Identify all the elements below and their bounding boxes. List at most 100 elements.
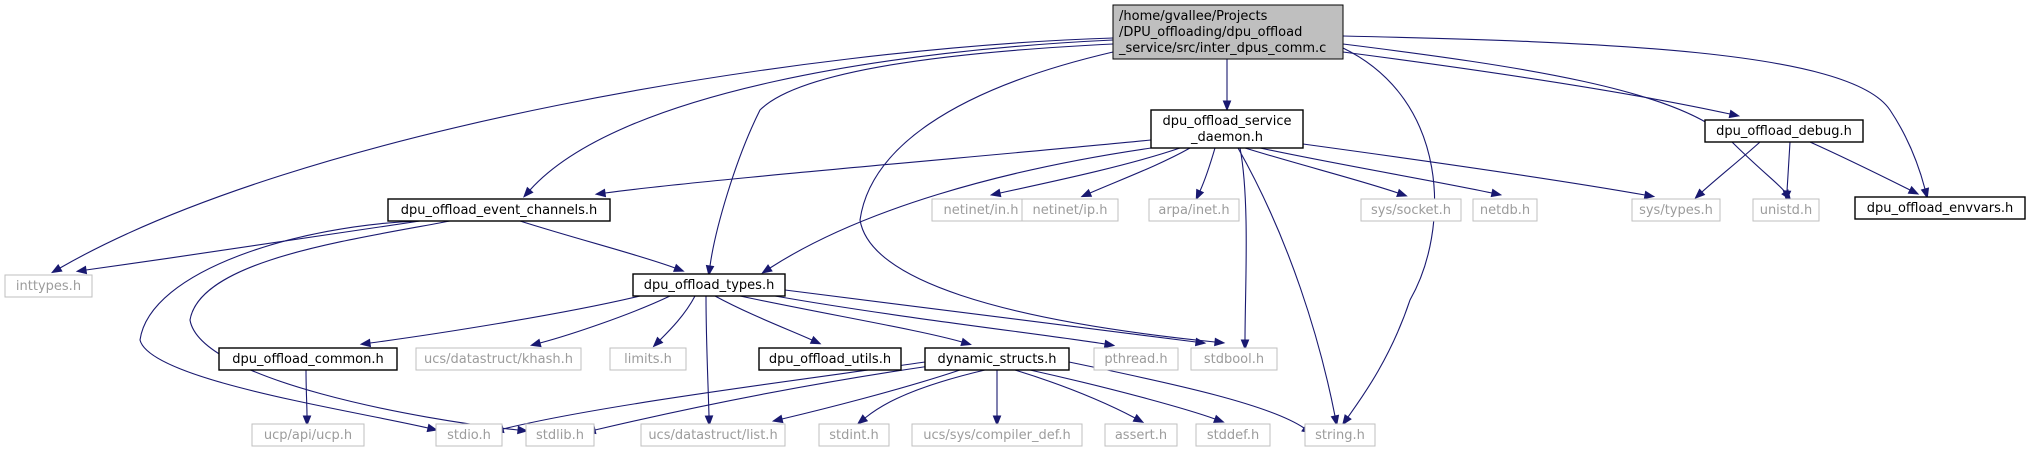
node-label: ucs/datastruct/list.h <box>648 428 777 443</box>
node-dynamic-structs[interactable]: dynamic_structs.h <box>924 347 1070 371</box>
arrowhead-icon <box>530 338 542 348</box>
arrowhead-icon <box>761 264 773 274</box>
arrowhead-icon <box>652 336 664 348</box>
arrowhead-icon <box>1240 339 1250 351</box>
node-box <box>1112 4 1344 60</box>
node-label: dpu_offload_event_channels.h <box>401 203 598 218</box>
node-box <box>1021 198 1119 222</box>
edge-line <box>1302 143 1646 196</box>
node-label: dpu_offload_debug.h <box>1716 124 1852 139</box>
edge-service_daemon-to-types <box>761 147 1152 274</box>
node-box <box>924 347 1070 371</box>
edge-service_daemon-to-netinet_in <box>989 147 1181 198</box>
edge-line <box>859 51 1216 343</box>
node-common[interactable]: dpu_offload_common.h <box>218 347 398 371</box>
arrowhead-icon <box>75 265 88 275</box>
node-ucp: ucp/api/ucp.h <box>251 423 365 447</box>
edge-line <box>305 369 308 417</box>
node-netinet-in: netinet/in.h <box>931 198 1031 222</box>
node-stdlib: stdlib.h <box>525 423 595 447</box>
node-label: stdlib.h <box>536 428 584 443</box>
edge-line <box>705 295 710 417</box>
arrowhead-icon <box>705 264 715 277</box>
node-box <box>640 423 786 447</box>
arrowhead-icon <box>1728 109 1741 119</box>
node-service-daemon[interactable]: dpu_offload_service_daemon.h <box>1150 109 1304 149</box>
edge-line <box>539 295 671 344</box>
node-box <box>609 347 687 371</box>
edge-line <box>1342 47 1436 418</box>
edge-dynamic_structs-to-compiler_def <box>992 369 1002 427</box>
edge-line <box>781 369 961 420</box>
edge-service_daemon-to-stdbool <box>1239 147 1250 351</box>
node-label: assert.h <box>1115 428 1167 443</box>
node-box <box>1190 347 1278 371</box>
edge-line <box>59 37 1114 269</box>
node-label: stddef.h <box>1207 428 1259 443</box>
arrowhead-icon <box>1213 414 1225 423</box>
edge-line <box>594 365 931 431</box>
arrowhead-icon <box>1194 337 1207 347</box>
arrowhead-icon <box>1330 414 1340 427</box>
edge-line <box>739 295 963 343</box>
edge-types-to-limits <box>652 295 696 348</box>
edge-line <box>529 39 1114 191</box>
node-box <box>218 347 398 371</box>
edge-types-to-pthread <box>774 295 1116 349</box>
node-label: netdb.h <box>1480 203 1530 218</box>
edge-service_daemon-to-event_channels <box>594 139 1152 198</box>
node-label: ucs/sys/compiler_def.h <box>923 428 1071 443</box>
node-label: arpa/inet.h <box>1158 203 1229 218</box>
arrowhead-icon <box>1342 414 1352 426</box>
arrowhead-icon <box>1080 188 1093 198</box>
node-label: dpu_offload_types.h <box>644 278 775 293</box>
node-debug[interactable]: dpu_offload_debug.h <box>1704 119 1864 143</box>
node-box <box>4 274 93 298</box>
node-label: stdio.h <box>447 428 491 443</box>
edge-debug-to-sys_types <box>1694 141 1761 200</box>
edge-event_channels-to-types <box>519 220 685 272</box>
edge-root-to-stdbool <box>859 51 1226 347</box>
node-label: /DPU_offloading/dpu_offload <box>1119 25 1302 40</box>
arrowhead-icon <box>960 337 972 347</box>
node-envvars[interactable]: dpu_offload_envvars.h <box>1854 196 2026 220</box>
node-assert: assert.h <box>1104 423 1178 447</box>
node-limits: limits.h <box>609 347 687 371</box>
edge-line <box>139 220 429 429</box>
edge-line <box>709 43 1114 267</box>
arrowhead-icon <box>302 415 312 427</box>
arrowhead-icon <box>426 423 439 433</box>
arrowhead-icon <box>1222 100 1232 112</box>
edge-types-to-khash <box>530 295 671 348</box>
edge-event_channels-to-inttypes <box>75 220 421 275</box>
arrowhead-icon <box>673 263 685 272</box>
node-list: ucs/datastruct/list.h <box>640 423 786 447</box>
arrowhead-icon <box>1132 413 1145 423</box>
edge-common-to-ucp <box>302 369 312 427</box>
node-label: /home/gvallee/Projects <box>1119 9 1268 24</box>
node-label: dpu_offload_envvars.h <box>1867 201 2014 216</box>
node-label: netinet/in.h <box>944 203 1019 218</box>
node-event-channels[interactable]: dpu_offload_event_channels.h <box>387 198 611 222</box>
node-stdint: stdint.h <box>818 423 890 447</box>
edge-root-to-inttypes <box>51 37 1114 274</box>
edge-dynamic_structs-to-stddef <box>1029 369 1225 423</box>
edge-root-to-event_channels <box>523 39 1114 198</box>
node-utils[interactable]: dpu_offload_utils.h <box>758 347 902 371</box>
arrowhead-icon <box>704 415 714 427</box>
node-box <box>251 423 365 447</box>
edge-service_daemon-to-string <box>1237 147 1340 427</box>
edge-line <box>1259 147 1493 194</box>
node-label: stdint.h <box>829 428 878 443</box>
arrowhead-icon <box>1103 339 1116 349</box>
node-box <box>1304 423 1376 447</box>
node-types[interactable]: dpu_offload_types.h <box>632 273 786 297</box>
arrowhead-icon <box>1195 188 1205 201</box>
node-box <box>1150 109 1304 149</box>
edge-debug-to-envvars <box>1809 141 1920 195</box>
edge-line <box>784 289 1197 343</box>
edge-line <box>769 147 1152 269</box>
edge-types-to-dynamic_structs <box>739 295 972 347</box>
arrowhead-icon <box>359 338 372 348</box>
node-root[interactable]: /home/gvallee/Projects/DPU_offloading/dp… <box>1112 4 1344 60</box>
